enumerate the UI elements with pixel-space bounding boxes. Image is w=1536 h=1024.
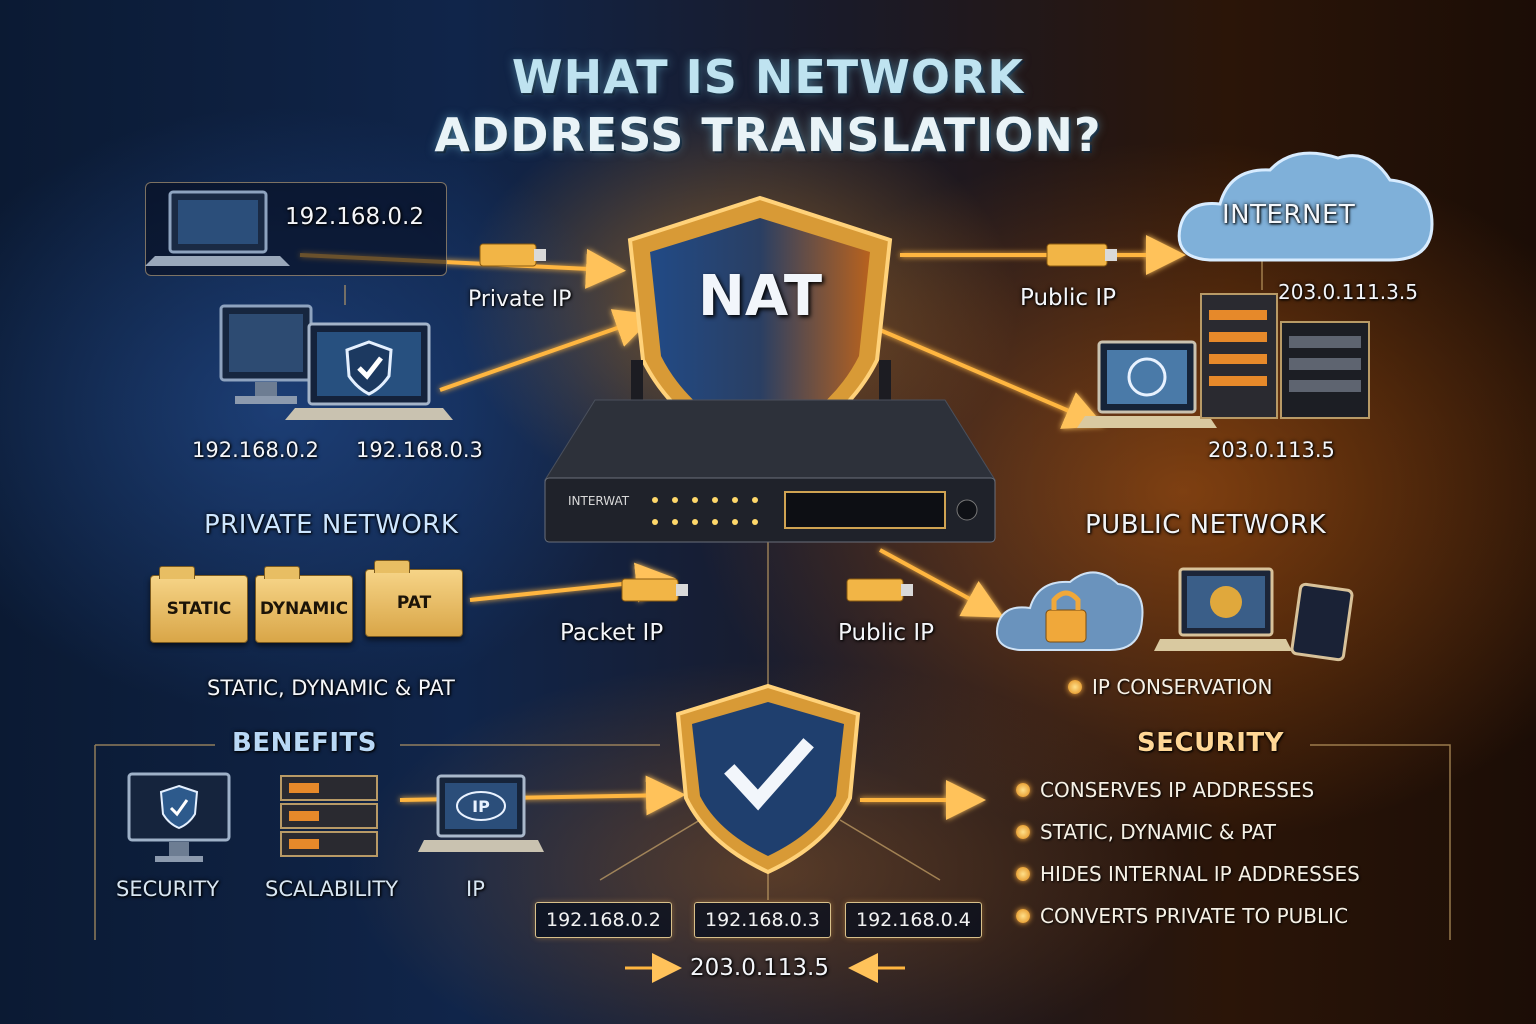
arrow-router-to-cloud xyxy=(879,548,1005,618)
ip-conservation-row: IP CONSERVATION xyxy=(1068,675,1272,699)
ip-conservation-label: IP CONSERVATION xyxy=(1092,675,1273,699)
public-plug-icon xyxy=(846,578,913,602)
benefit-scalability-label: SCALABILITY xyxy=(265,877,399,901)
nat-shield-icon xyxy=(627,195,893,465)
packet-ip-label: Packet IP xyxy=(560,620,664,646)
public-laptop-icon xyxy=(1077,340,1217,428)
title-line-2: ADDRESS TRANSLATION? xyxy=(434,108,1102,162)
security-bullet-text: CONSERVES IP ADDRESSES xyxy=(1040,778,1315,802)
private-device-ip-2: 192.168.0.3 xyxy=(356,438,483,462)
bullet-dot xyxy=(1068,680,1082,694)
folder-pat: PAT xyxy=(365,560,463,637)
public-cable-plug-icon xyxy=(1046,243,1117,267)
bullet-dot xyxy=(1016,909,1030,923)
router-icon xyxy=(544,360,996,543)
internet-cloud-icon xyxy=(1177,151,1434,262)
private-ip-label: Private IP xyxy=(468,287,572,312)
folder-dynamic: DYNAMIC xyxy=(255,566,353,643)
public-ip-label: Public IP xyxy=(1020,285,1117,311)
lock-cloud-icon xyxy=(996,571,1144,651)
security-bullet-text: HIDES INTERNAL IP ADDRESSES xyxy=(1040,862,1360,886)
server-rack-icon xyxy=(1200,293,1370,419)
router-label: INTERWAT xyxy=(568,494,630,508)
folder-static-label: STATIC xyxy=(166,599,232,619)
packet-plug-icon xyxy=(621,578,688,602)
private-top-ip: 192.168.0.2 xyxy=(285,204,424,230)
internet-label: INTERNET xyxy=(1222,200,1356,230)
nat-types-folders: STATIC DYNAMIC PAT xyxy=(150,560,470,665)
public-server-ip: 203.0.113.5 xyxy=(1208,438,1335,462)
private-network-label: PRIVATE NETWORK xyxy=(204,510,459,540)
cable-plug-icon xyxy=(479,243,546,267)
bullet-dot xyxy=(1016,783,1030,797)
nat-label: NAT xyxy=(697,264,823,329)
public-top-ip: 203.0.111.3.5 xyxy=(1278,280,1418,304)
security-bullets: CONSERVES IP ADDRESSES STATIC, DYNAMIC &… xyxy=(1016,778,1360,928)
public-network-label: PUBLIC NETWORK xyxy=(1085,510,1327,540)
desktop-icon xyxy=(219,304,313,404)
svg-text:IP: IP xyxy=(472,797,490,816)
benefit-ip-label: IP xyxy=(466,877,485,901)
secure-laptop-icon xyxy=(285,322,453,420)
folder-static: STATIC xyxy=(150,566,248,643)
security-bullet: CONSERVES IP ADDRESSES xyxy=(1016,778,1360,802)
private-device-ip-1: 192.168.0.2 xyxy=(192,438,319,462)
security-heading: SECURITY xyxy=(1137,728,1284,758)
arrow-nat-to-public-devices xyxy=(879,328,1105,429)
benefit-security-label: SECURITY xyxy=(116,877,220,901)
mid-public-ip-label: Public IP xyxy=(838,620,935,646)
security-bullet-text: CONVERTS PRIVATE TO PUBLIC xyxy=(1040,904,1349,928)
security-bullet: STATIC, DYNAMIC & PAT xyxy=(1016,820,1360,844)
ip-laptop-icon: IP xyxy=(418,774,544,852)
benefits-heading: BENEFITS xyxy=(232,728,377,758)
bottom-ip-box-3: 192.168.0.4 xyxy=(845,902,982,938)
security-monitor-icon xyxy=(127,772,231,862)
arrow-devices-to-nat xyxy=(439,309,656,392)
scalability-server-icon xyxy=(280,775,378,857)
bottom-ip-box-1: 192.168.0.2 xyxy=(535,902,672,938)
bullet-dot xyxy=(1016,825,1030,839)
title-line-1: WHAT IS NETWORK xyxy=(511,50,1025,104)
bottom-ip-box-2: 192.168.0.3 xyxy=(694,902,831,938)
tablet-icon xyxy=(1290,582,1354,662)
bullet-dot xyxy=(1016,867,1030,881)
types-caption: STATIC, DYNAMIC & PAT xyxy=(207,676,455,700)
laptop-icon xyxy=(145,190,290,266)
security-bullet: CONVERTS PRIVATE TO PUBLIC xyxy=(1016,904,1360,928)
security-bullet-text: STATIC, DYNAMIC & PAT xyxy=(1040,820,1277,844)
folder-dynamic-label: DYNAMIC xyxy=(259,599,349,619)
bottom-public-ip: 203.0.113.5 xyxy=(690,955,829,981)
check-shield-icon xyxy=(675,683,861,875)
security-bullet: HIDES INTERNAL IP ADDRESSES xyxy=(1016,862,1360,886)
public-laptop-globe-icon xyxy=(1154,567,1292,651)
folder-pat-label: PAT xyxy=(396,593,432,613)
